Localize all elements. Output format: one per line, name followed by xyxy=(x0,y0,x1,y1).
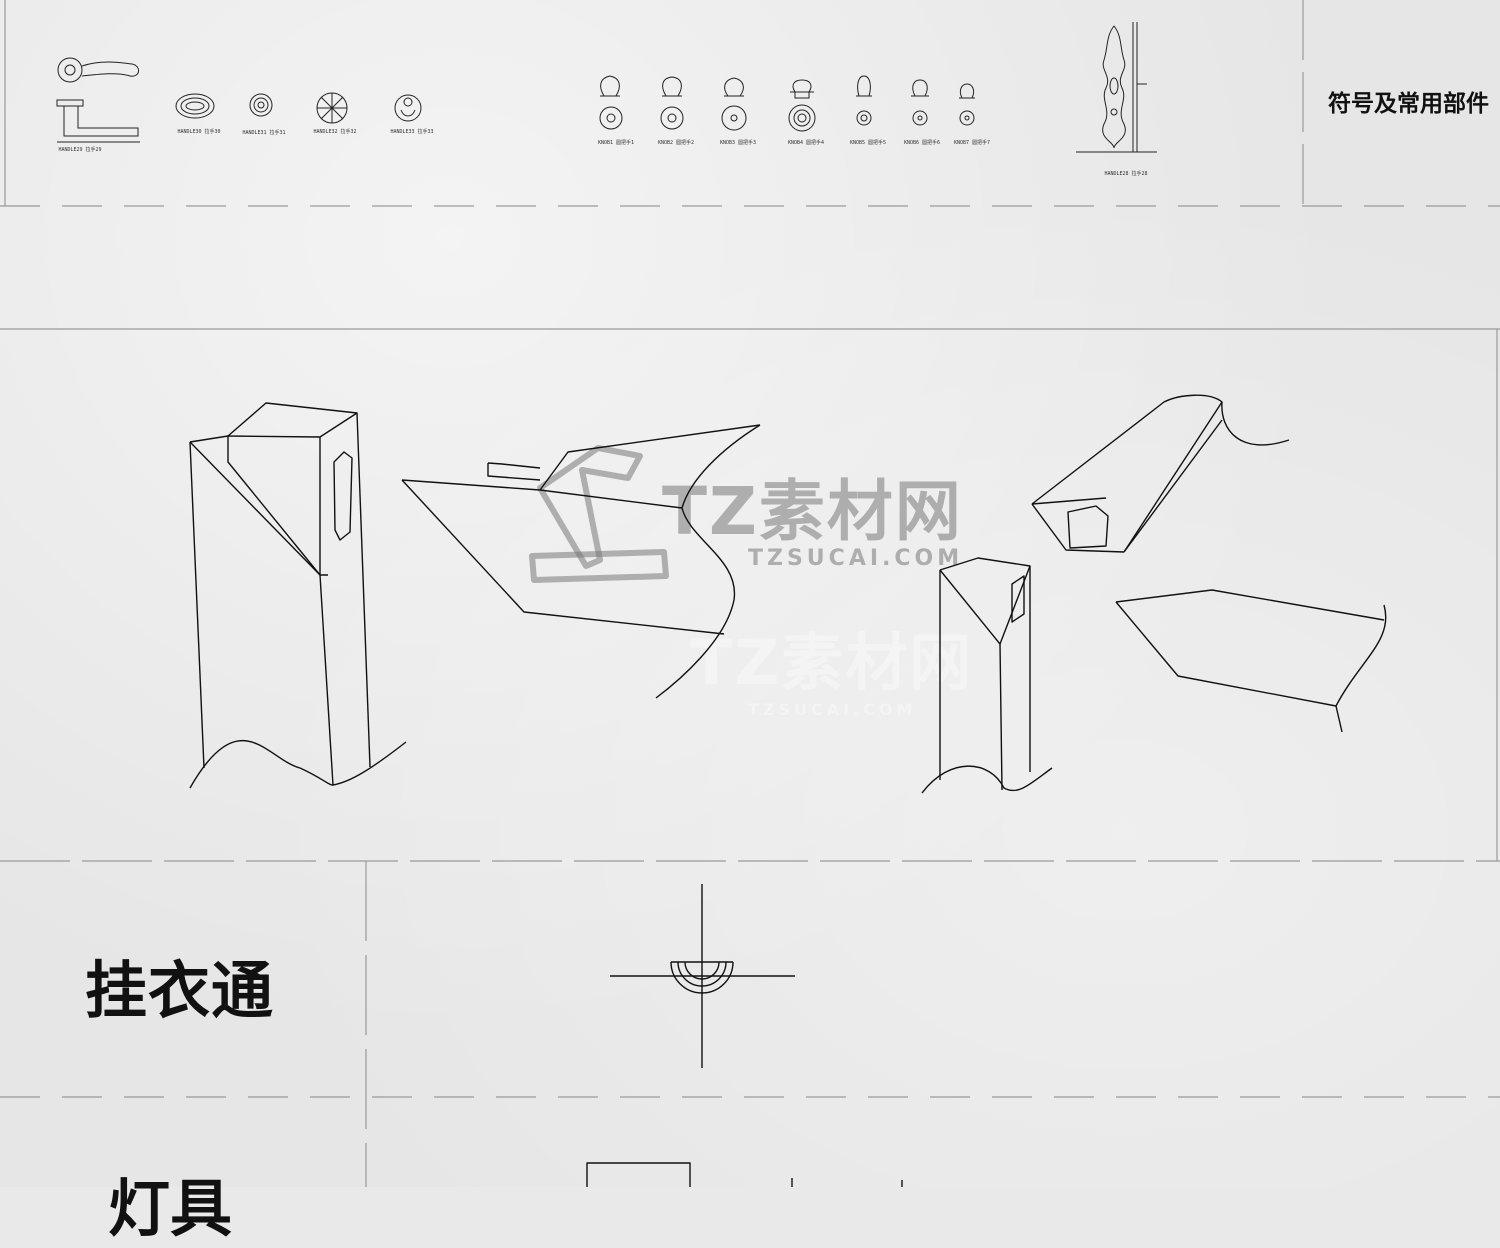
drawing-frame xyxy=(0,0,1500,1187)
section-title-hanger-rod: 挂衣通 xyxy=(85,954,275,1027)
lever-handle-icon xyxy=(56,57,140,143)
knob-5-icon xyxy=(856,75,872,126)
watermark-url-ghost: TZSUCAI.COM xyxy=(748,700,917,719)
caption-knob6: KNOB6 圆把手6 xyxy=(903,140,941,146)
caption-knob5: KNOB5 圆把手5 xyxy=(849,140,887,146)
section-title-symbols: 符号及常用部件 xyxy=(1328,91,1489,117)
lamp-symbol-icon xyxy=(586,1162,903,1187)
hanger-rod-symbol-icon xyxy=(610,884,795,1068)
small-mortise-post-drawing xyxy=(921,557,1053,794)
watermark-logo-icon xyxy=(529,445,669,583)
caption-knob4: KNOB4 圆把手4 xyxy=(787,140,825,146)
caption-knob2: KNOB2 圆把手2 xyxy=(657,140,695,146)
long-decorative-handle-icon xyxy=(1076,22,1157,153)
rosette-handle-icon xyxy=(316,92,348,124)
caption-handle33: HANDLE33 拉手33 xyxy=(390,129,434,135)
knob-6-icon xyxy=(911,79,929,126)
ring-handle-icon xyxy=(394,94,422,122)
caption-knob7: KNOB7 圆把手7 xyxy=(953,140,991,146)
section-title-lamp: 灯具 xyxy=(108,1172,233,1245)
knob-3-icon xyxy=(721,77,747,131)
hardware-symbols xyxy=(56,22,1157,153)
mortise-post-drawing xyxy=(189,402,407,789)
joinery-drawings xyxy=(189,394,1387,1187)
caption-knob1: KNOB1 圆把手1 xyxy=(597,140,635,146)
angled-rail-drawing xyxy=(1115,589,1387,733)
dovetail-rail-drawing xyxy=(1031,394,1290,553)
caption-handle32: HANDLE32 拉手32 xyxy=(313,129,357,135)
paper-background xyxy=(0,0,1500,1187)
oval-handle-icon xyxy=(175,93,215,119)
watermark-brand-ghost: TZ素材网 xyxy=(690,626,974,699)
caption-knob3: KNOB3 圆把手3 xyxy=(719,140,757,146)
caption-handle28: HANDLE28 拉手28 xyxy=(1104,171,1148,177)
watermark-url: TZSUCAI.COM xyxy=(748,546,964,571)
caption-handle29: HANDLE29 拉手29 xyxy=(58,147,102,153)
round-handle-icon xyxy=(249,93,273,117)
knob-2-icon xyxy=(660,76,684,130)
caption-handle31: HANDLE31 拉手31 xyxy=(242,130,286,136)
caption-handle30: HANDLE30 拉手30 xyxy=(177,129,221,135)
tenon-rail-drawing xyxy=(401,424,761,699)
knob-4-icon xyxy=(788,79,816,132)
knob-7-icon xyxy=(959,83,975,126)
watermark-brand: TZ素材网 xyxy=(662,473,963,550)
knob-1-icon xyxy=(599,75,623,130)
